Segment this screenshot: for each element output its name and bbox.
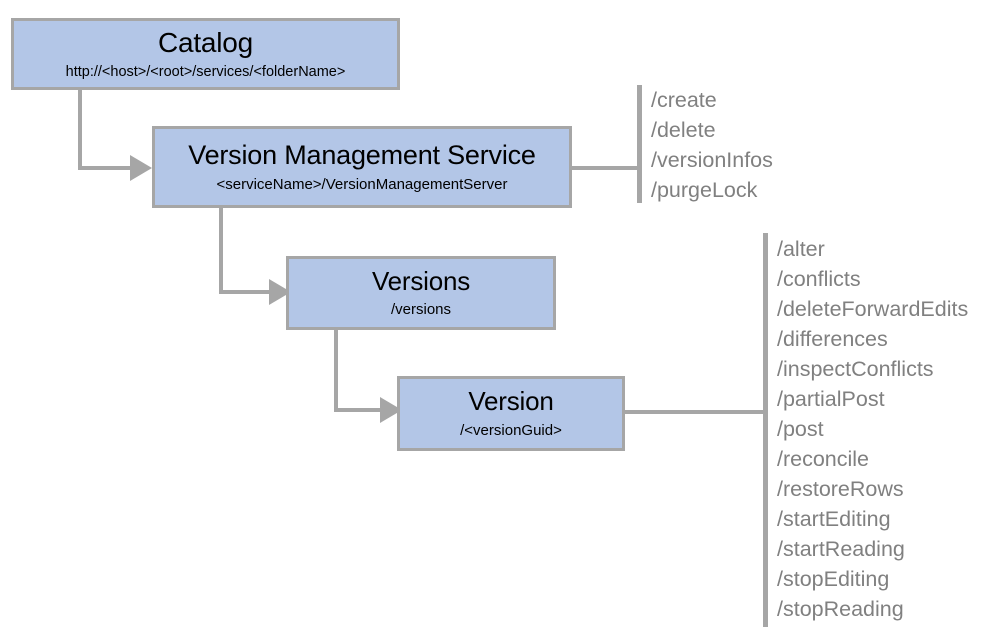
operation-item[interactable]: /restoreRows: [777, 477, 904, 501]
operation-item[interactable]: /reconcile: [777, 447, 870, 471]
operation-item[interactable]: /inspectConflicts: [777, 357, 934, 381]
operation-item[interactable]: /startReading: [777, 537, 905, 561]
operation-list-service: /create/delete/versionInfos/purgeLock: [651, 85, 773, 205]
operation-item[interactable]: /stopReading: [777, 597, 904, 621]
node-version-subtitle: /<versionGuid>: [460, 421, 562, 439]
connector-service-to-operations-stem: [572, 166, 642, 170]
node-version-management-service-subtitle: <serviceName>/VersionManagementServer: [216, 175, 508, 193]
node-catalog[interactable]: Catalog http://<host>/<root>/services/<f…: [11, 18, 400, 90]
operation-item[interactable]: /purgeLock: [651, 178, 758, 202]
arrowhead-versions-to-version: [380, 397, 402, 423]
operation-item[interactable]: /partialPost: [777, 387, 885, 411]
connector-service-to-versions-horizontal: [219, 290, 273, 294]
connector-catalog-to-service-vertical: [78, 90, 82, 170]
arrowhead-catalog-to-service: [130, 155, 152, 181]
operation-item[interactable]: /startEditing: [777, 507, 891, 531]
operation-item[interactable]: /differences: [777, 327, 888, 351]
operation-item[interactable]: /versionInfos: [651, 148, 773, 172]
operation-item[interactable]: /stopEditing: [777, 567, 890, 591]
connector-service-to-versions-vertical: [219, 208, 223, 294]
connector-versions-to-version-vertical: [334, 330, 338, 412]
node-version-management-service-title: Version Management Service: [188, 140, 536, 171]
operation-list-version: /alter/conflicts/deleteForwardEdits/diff…: [777, 234, 968, 624]
operation-item[interactable]: /deleteForwardEdits: [777, 297, 969, 321]
arrowhead-service-to-versions: [269, 279, 291, 305]
node-version-management-service[interactable]: Version Management Service <serviceName>…: [152, 126, 572, 208]
node-versions-title: Versions: [371, 265, 471, 296]
bracket-service-operations: [637, 85, 642, 203]
node-versions[interactable]: Versions /versions: [286, 256, 556, 330]
node-catalog-title: Catalog: [157, 27, 254, 59]
operation-item[interactable]: /alter: [777, 237, 825, 261]
node-versions-subtitle: /versions: [390, 301, 452, 319]
node-version[interactable]: Version /<versionGuid>: [397, 376, 625, 451]
connector-versions-to-version-horizontal: [334, 408, 384, 412]
node-catalog-subtitle: http://<host>/<root>/services/<folderNam…: [65, 63, 346, 80]
connector-version-to-operations-stem: [625, 410, 767, 414]
bracket-version-operations: [763, 233, 768, 627]
connector-catalog-to-service-horizontal: [78, 166, 134, 170]
operation-item[interactable]: /create: [651, 88, 717, 112]
operation-item[interactable]: /post: [777, 417, 824, 441]
operation-item[interactable]: /conflicts: [777, 267, 861, 291]
operation-item[interactable]: /delete: [651, 118, 716, 142]
node-version-title: Version: [468, 386, 554, 417]
